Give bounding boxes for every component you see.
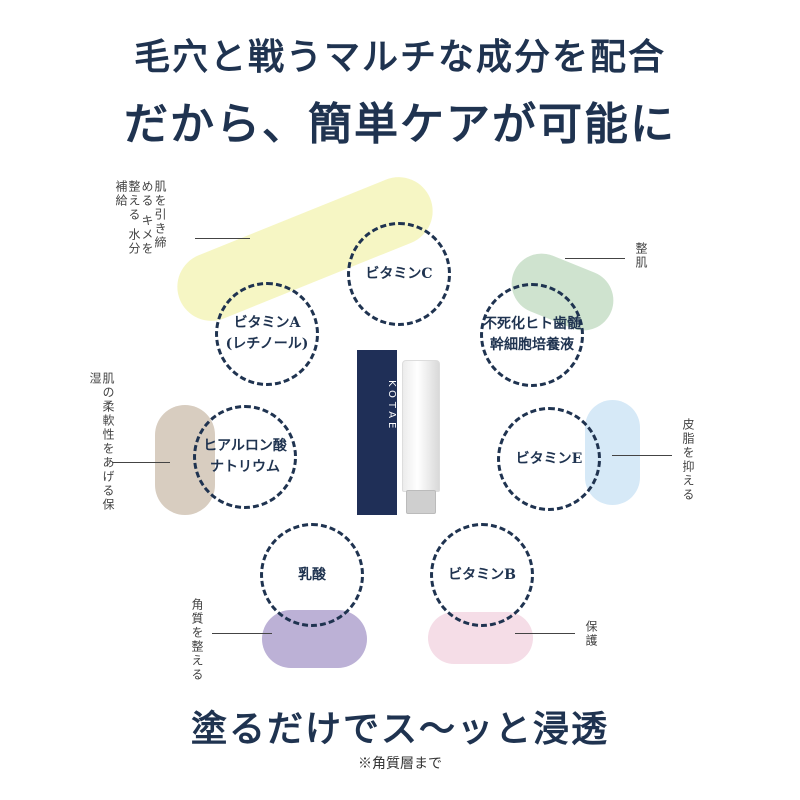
- effect-label-green: 整肌: [634, 242, 648, 270]
- product-brand: KOTAE: [386, 380, 397, 433]
- vitamin-a-sub-label: (レチノール): [225, 336, 309, 352]
- leader-line-yellow: [195, 238, 250, 239]
- product-tube: [402, 360, 440, 492]
- effect-label-yellow: 肌を引き締める キメを整える 水分補給: [114, 180, 167, 256]
- stem-cell-label-1: 不死化ヒト歯髄: [483, 316, 581, 332]
- vitamin-e-label: ビタミンE: [515, 450, 583, 467]
- vitamin-c-label: ビタミンC: [365, 265, 433, 282]
- footer-note: ※角質層まで: [358, 756, 442, 772]
- footer-tagline: 塗るだけでス〜ッと浸透: [190, 708, 609, 750]
- hyaluronic-label-1: ヒアルロン酸: [203, 438, 287, 454]
- hyaluronic-label-2: ナトリウム: [210, 459, 280, 475]
- leader-line-blue: [612, 455, 672, 456]
- ingredient-vitamin-c: ビタミンC: [347, 222, 451, 326]
- vitamin-b-label: ビタミンB: [448, 566, 516, 583]
- effect-label-pink: 保護: [584, 620, 598, 648]
- leader-line-green: [565, 258, 625, 259]
- leader-line-beige: [112, 462, 170, 463]
- headline-line-1: 毛穴と戦うマルチな成分を配合: [133, 36, 666, 78]
- effect-label-blue: 皮脂を抑える: [681, 418, 695, 502]
- ingredient-stem-cell: 不死化ヒト歯髄 幹細胞培養液: [480, 283, 584, 387]
- vitamin-a-label: ビタミンA: [233, 315, 301, 331]
- leader-line-pink: [515, 633, 575, 634]
- headline-line-2: だから、簡単ケアが可能に: [124, 99, 676, 150]
- ingredient-vitamin-a: ビタミンA (レチノール): [215, 282, 319, 386]
- lactic-label: 乳酸: [298, 566, 326, 583]
- product-tube-cap: [406, 490, 436, 514]
- product-box: KOTAE: [357, 350, 397, 515]
- ingredient-vitamin-e: ビタミンE: [497, 407, 601, 511]
- leader-line-purple: [212, 633, 272, 634]
- ingredient-vitamin-b: ビタミンB: [430, 523, 534, 627]
- effect-label-purple: 角質を整える: [190, 598, 204, 682]
- ingredient-lactic-acid: 乳酸: [260, 523, 364, 627]
- stem-cell-label-2: 幹細胞培養液: [490, 337, 574, 353]
- effect-label-beige: 肌の柔軟性をあげる保湿: [88, 372, 115, 512]
- ingredient-hyaluronic: ヒアルロン酸 ナトリウム: [193, 405, 297, 509]
